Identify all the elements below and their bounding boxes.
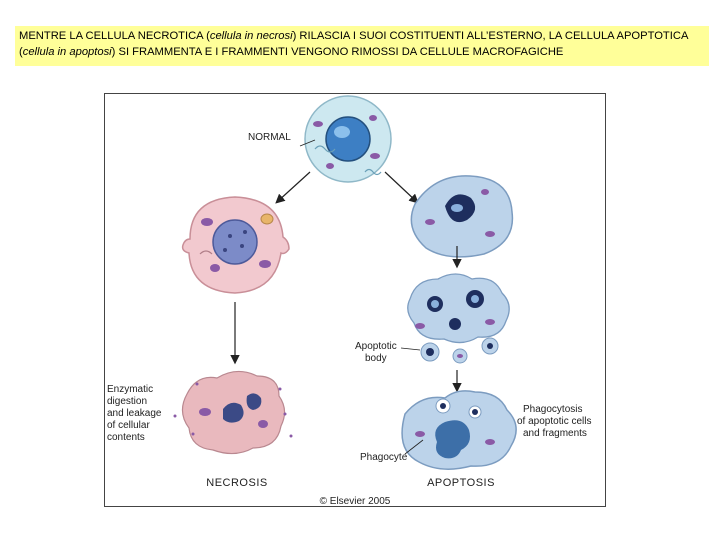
cell-death-diagram: NORMAL Enzymatic digestion and leakage o… xyxy=(107,95,592,506)
apoptotic-bodies xyxy=(407,273,510,364)
enzymatic-line-5: contents xyxy=(107,432,145,443)
normal-cell xyxy=(304,95,392,183)
necrosis-cell xyxy=(173,370,293,455)
apoptotic-line-1: Apoptotic xyxy=(355,341,397,352)
enzymatic-line-3: and leakage xyxy=(107,408,162,419)
arrow-to-apoptotic xyxy=(384,171,419,204)
necrosis-label: NECROSIS xyxy=(206,477,267,489)
enzymatic-line-2: digestion xyxy=(107,396,147,407)
apoptotic-line-2: body xyxy=(365,353,387,364)
phagocytosis-line-1: Phagocytosis xyxy=(523,404,582,415)
phagocytosis-line-2: of apoptotic cells xyxy=(517,416,592,427)
caption-text-1: MENTRE LA CELLULA NECROTICA ( xyxy=(19,30,210,42)
apoptotic-leader-line xyxy=(400,347,421,351)
phagocytosis-line-3: and fragments xyxy=(523,428,587,439)
figure-frame: NORMAL Enzymatic digestion and leakage o… xyxy=(104,93,606,507)
apoptosis-label: APOPTOSIS xyxy=(427,477,495,489)
caption-italic-1: cellula in necrosi xyxy=(209,30,293,42)
caption: MENTRE LA CELLULA NECROTICA (cellula in … xyxy=(15,26,709,66)
enzymatic-line-1: Enzymatic xyxy=(107,384,153,395)
caption-text-3: ) SI FRAMMENTA E I FRAMMENTI VENGONO RIM… xyxy=(111,46,564,58)
phagocyte xyxy=(401,390,517,470)
normal-leader-line xyxy=(299,139,316,147)
arrow-to-necrotic xyxy=(275,171,311,204)
swollen-necrotic-cell xyxy=(181,196,290,294)
caption-italic-2: cellula in apoptosi xyxy=(22,46,112,58)
phagocyte-leader-line xyxy=(404,439,424,455)
caption-text-2: ) RILASCIA I SUOI COSTITUENTI ALL’ESTERN… xyxy=(19,30,688,58)
enzymatic-line-4: of cellular xyxy=(107,420,150,431)
normal-label: NORMAL xyxy=(248,132,291,143)
copyright: © Elsevier 2005 xyxy=(320,496,391,506)
condensed-apoptotic-cell xyxy=(410,175,514,258)
phagocyte-label: Phagocyte xyxy=(360,452,408,463)
